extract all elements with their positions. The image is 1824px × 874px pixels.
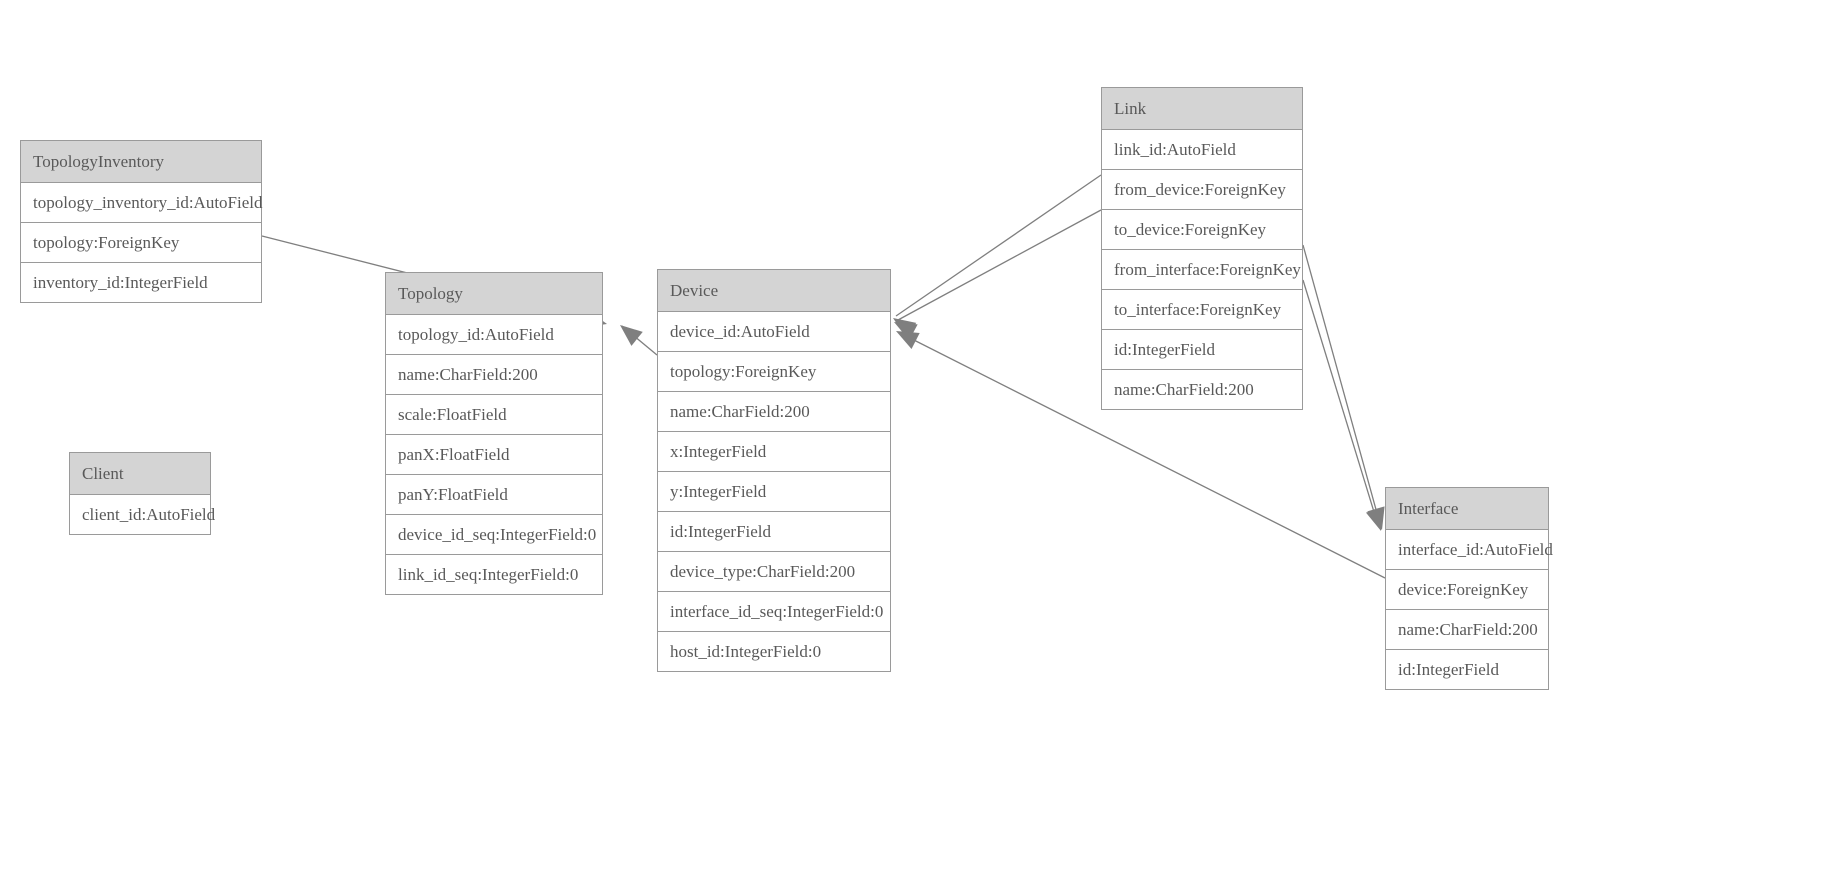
relationship-line-link-from-device — [895, 174, 1102, 317]
entity-field-client-0: client_id:AutoField — [70, 495, 215, 534]
relationship-arrowhead-link-to-device — [894, 322, 918, 341]
entity-field-device-5: id:IntegerField — [658, 512, 890, 552]
relationship-link-to-device — [894, 209, 1102, 341]
entity-field-topology-1: name:CharField:200 — [386, 355, 602, 395]
relationship-arrowhead-interface-device — [896, 331, 920, 350]
entity-field-link-0: link_id:AutoField — [1102, 130, 1302, 170]
entity-field-link-4: to_interface:ForeignKey — [1102, 290, 1302, 330]
entity-title-interface: Interface — [1386, 488, 1548, 530]
entity-field-link-5: id:IntegerField — [1102, 330, 1302, 370]
entity-field-link-3: from_interface:ForeignKey — [1102, 250, 1302, 290]
entity-field-device-4: y:IntegerField — [658, 472, 890, 512]
relationship-line-device-topology — [621, 325, 658, 356]
entity-field-topology-4: panY:FloatField — [386, 475, 602, 515]
entity-field-topology-3: panX:FloatField — [386, 435, 602, 475]
entity-field-device-0: device_id:AutoField — [658, 312, 890, 352]
entity-title-topologyinventory: TopologyInventory — [21, 141, 261, 183]
entity-field-link-2: to_device:ForeignKey — [1102, 210, 1302, 250]
entity-field-device-7: interface_id_seq:IntegerField:0 — [658, 592, 890, 632]
relationship-line-link-to-interface — [1302, 279, 1379, 526]
entity-field-topology-0: topology_id:AutoField — [386, 315, 602, 355]
entity-field-interface-3: id:IntegerField — [1386, 650, 1548, 689]
relationship-link-from-device — [893, 174, 1102, 338]
relationship-arrowhead-link-from-device — [893, 318, 917, 338]
entity-field-topology-5: device_id_seq:IntegerField:0 — [386, 515, 602, 555]
entity-field-link-1: from_device:ForeignKey — [1102, 170, 1302, 210]
entity-field-topology-6: link_id_seq:IntegerField:0 — [386, 555, 602, 594]
entity-field-device-3: x:IntegerField — [658, 432, 890, 472]
relationship-link-to-interface — [1302, 279, 1384, 531]
entity-field-interface-2: name:CharField:200 — [1386, 610, 1548, 650]
entity-title-link: Link — [1102, 88, 1302, 130]
entity-field-device-2: name:CharField:200 — [658, 392, 890, 432]
relationship-line-link-from-interface — [1302, 244, 1381, 525]
entity-field-interface-1: device:ForeignKey — [1386, 570, 1548, 610]
relationship-device-topology — [620, 325, 658, 356]
entity-field-topologyinventory-2: inventory_id:IntegerField — [21, 263, 261, 302]
entity-field-device-8: host_id:IntegerField:0 — [658, 632, 890, 671]
entity-title-topology: Topology — [386, 273, 602, 315]
entity-title-device: Device — [658, 270, 890, 312]
entity-field-topologyinventory-0: topology_inventory_id:AutoField — [21, 183, 263, 223]
entity-field-device-1: topology:ForeignKey — [658, 352, 890, 392]
relationship-link-from-interface — [1302, 244, 1385, 530]
entity-field-link-6: name:CharField:200 — [1102, 370, 1302, 409]
entity-field-interface-0: interface_id:AutoField — [1386, 530, 1553, 570]
entity-field-topology-2: scale:FloatField — [386, 395, 602, 435]
relationship-line-link-to-device — [897, 209, 1102, 321]
entity-title-client: Client — [70, 453, 210, 495]
entity-field-device-6: device_type:CharField:200 — [658, 552, 890, 592]
entity-field-topologyinventory-1: topology:ForeignKey — [21, 223, 261, 263]
relationship-arrowhead-device-topology — [620, 325, 643, 346]
